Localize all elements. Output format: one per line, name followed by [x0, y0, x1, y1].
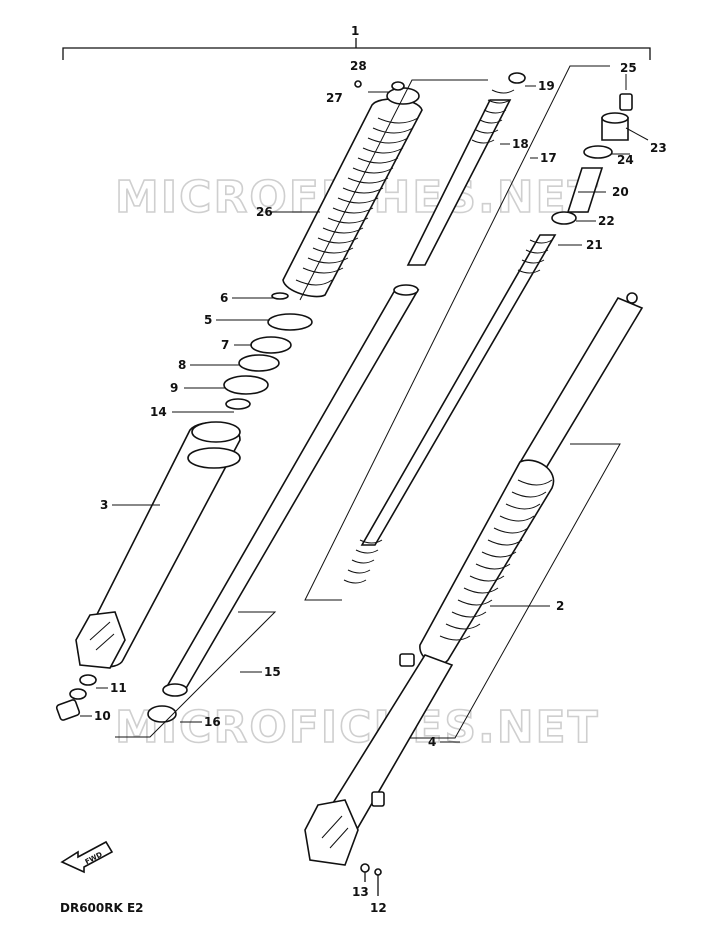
part-26-box: [299, 79, 488, 301]
right-inner-tube: [516, 296, 644, 480]
part-16-bushing: [147, 705, 177, 723]
callout-11: 11: [110, 681, 127, 695]
callout-4: 4: [428, 735, 436, 749]
inner-tube: [147, 284, 420, 723]
callout-3: 3: [100, 498, 108, 512]
part-25-valve: [619, 93, 633, 111]
left-outer-tube: [75, 421, 241, 669]
part-19-ring: [508, 72, 526, 84]
callout-2: 2: [556, 599, 564, 613]
damper-rod: [406, 72, 526, 266]
part-20-spacer: [566, 167, 604, 213]
callout-8: 8: [178, 358, 186, 372]
callout-21: 21: [586, 238, 603, 252]
callout-23: 23: [650, 141, 667, 155]
part-24-oring: [583, 145, 613, 159]
callout-28: 28: [350, 59, 367, 73]
callout-15: 15: [264, 665, 281, 679]
callout-14: 14: [150, 405, 167, 419]
fork-cap-parts: [551, 93, 633, 225]
part-9-seal: [223, 375, 269, 395]
fwd-arrow-icon: FWD: [60, 840, 114, 874]
callout-26: 26: [256, 205, 273, 219]
callout-7: 7: [221, 338, 229, 352]
callout-25: 25: [620, 61, 637, 75]
callout-13: 13: [352, 885, 369, 899]
callout-1: 1: [351, 24, 359, 38]
callout-27: 27: [326, 91, 343, 105]
drain-bolt: [55, 674, 97, 721]
callout-numbers: 1 2 3 4 5 6 7 8 9 10 11 12 13 14 15 16 1…: [94, 24, 667, 915]
fork-spring: [304, 65, 610, 601]
callout-18: 18: [512, 137, 529, 151]
leader-lines: [80, 74, 649, 743]
part-13-bolt: [360, 863, 370, 873]
watermark-bottom: MICROFICHES.NET: [115, 702, 600, 753]
callout-9: 9: [170, 381, 178, 395]
right-fork-assembly: [304, 292, 644, 866]
boot-clamp: [386, 87, 420, 105]
part-7-ring: [250, 336, 292, 354]
part-22-washer: [551, 211, 577, 225]
model-code: DR600RK E2: [60, 901, 144, 915]
callout-20: 20: [612, 185, 629, 199]
part-6-circlip: [271, 292, 289, 300]
part-8-seal: [238, 354, 280, 372]
callout-10: 10: [94, 709, 111, 723]
right-fork-boot: [419, 459, 555, 665]
part-15-box: [115, 611, 277, 738]
callout-19: 19: [538, 79, 555, 93]
part-14-bushing: [225, 398, 251, 410]
callout-17: 17: [540, 151, 557, 165]
assembly-bracket: [62, 38, 651, 60]
callout-22: 22: [598, 214, 615, 228]
part-12-screw: [374, 868, 382, 876]
part-5-ring: [267, 313, 313, 331]
callout-16: 16: [204, 715, 221, 729]
callout-12: 12: [370, 901, 387, 915]
callout-5: 5: [204, 313, 212, 327]
callout-24: 24: [617, 153, 634, 167]
callout-6: 6: [220, 291, 228, 305]
